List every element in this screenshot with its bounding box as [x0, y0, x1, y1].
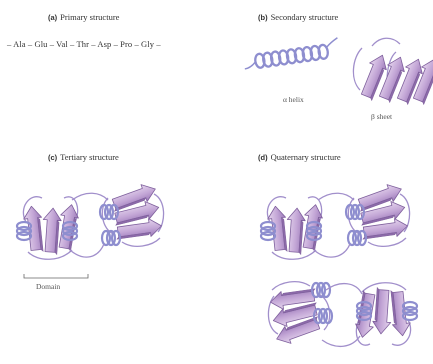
- tertiary-structure-illustration: [17, 180, 164, 278]
- quaternary-structure-illustration: [261, 180, 417, 347]
- alpha-helix-illustration: [242, 38, 340, 70]
- beta-sheet-illustration: [353, 38, 433, 105]
- domain-bracket: [24, 274, 88, 278]
